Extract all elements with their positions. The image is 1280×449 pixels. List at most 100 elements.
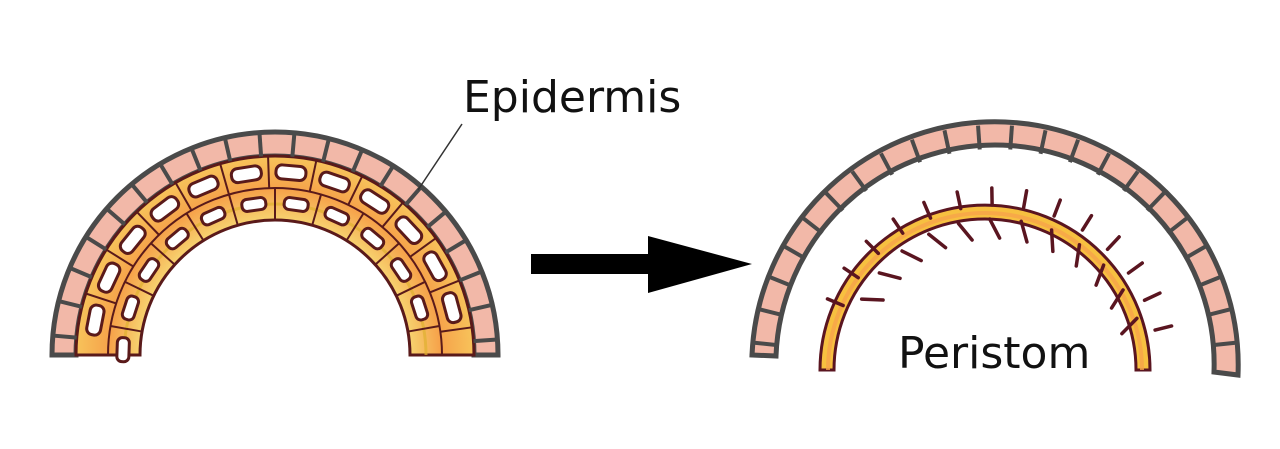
tissue-cell: [96, 261, 122, 294]
tissue-cell: [359, 188, 391, 215]
epidermis-cell-wall: [1122, 170, 1140, 193]
tissue-cell-wall: [136, 211, 160, 236]
tissue-cell-wall: [345, 212, 365, 242]
epidermis-cell-wall: [758, 307, 783, 317]
epidermis-cell-wall: [257, 132, 264, 157]
tissue-cell: [118, 224, 147, 255]
arrow-shaft: [531, 254, 661, 274]
tissue-cell-wall: [85, 292, 117, 305]
peristome-tooth: [955, 190, 963, 211]
epidermis-cell-wall: [910, 138, 922, 163]
epidermis-cell-wall: [802, 216, 824, 235]
tissue-cell: [240, 196, 268, 213]
epidermis-cell-wall: [473, 337, 498, 344]
arrow-head: [648, 236, 752, 293]
epidermis-cell-wall: [1197, 275, 1222, 288]
epidermis-cell-wall: [290, 132, 297, 157]
peristome-tooth: [1052, 198, 1062, 218]
epidermis-cell-wall: [58, 299, 83, 309]
tissue-cell-wall: [124, 280, 155, 297]
peristome-tooth: [1120, 316, 1139, 336]
tissue-cell: [389, 257, 413, 283]
epidermis-cell-wall: [976, 125, 982, 150]
epidermis-cell-wall: [458, 269, 483, 283]
epidermis-cell-wall: [1207, 307, 1232, 317]
peristome-tooth: [825, 297, 845, 308]
peristome-tooth: [1105, 235, 1121, 252]
tissue-cell: [440, 291, 463, 325]
tissue-cell-wall: [429, 279, 460, 294]
epidermis-cell-wall: [378, 164, 395, 188]
tissue-cell: [282, 196, 310, 213]
peristome-tooth: [1109, 288, 1125, 310]
peristome-tooth: [1019, 219, 1029, 244]
tissue-cell: [149, 195, 181, 223]
tissue-cell: [187, 174, 220, 199]
epidermis-cell-wall: [222, 137, 233, 162]
tissue-cell: [229, 164, 263, 185]
epidermis-cell-wall: [1212, 340, 1237, 348]
peristome-tooth: [891, 217, 905, 235]
epidermis-cell-wall: [879, 152, 894, 176]
tissue-cell-wall: [267, 156, 271, 189]
epidermis-cell-wall: [768, 275, 793, 288]
tissue-cell-wall: [407, 325, 440, 333]
peristome-tooth: [1142, 291, 1162, 303]
tissue-cell: [164, 226, 190, 251]
peristome-tooth: [842, 266, 860, 280]
peristome-tooth: [956, 221, 974, 242]
tissue-cell: [199, 205, 227, 227]
peristome-tooth: [987, 217, 1002, 240]
tissue-cell: [360, 226, 386, 251]
tissue-cell-wall: [311, 194, 322, 226]
epidermis-cell-wall: [1038, 129, 1048, 155]
peristome-tooth: [1049, 228, 1055, 254]
tissue-cell-wall: [308, 160, 318, 192]
tissue-cell: [274, 163, 308, 182]
epidermis-cell-wall: [189, 147, 203, 172]
peristome-tooth: [1153, 324, 1174, 332]
peristome-highlight: [826, 211, 1144, 371]
tissue-cell: [137, 257, 161, 283]
peristom-label: Peristom: [898, 328, 1091, 379]
epidermis-cell-wall: [158, 162, 175, 186]
tissue-cell: [323, 205, 351, 227]
peristome-tooth: [859, 297, 885, 302]
epidermis-cell-wall: [1008, 125, 1014, 150]
epidermis-cell-wall: [130, 182, 149, 204]
epidermis-cell-wall: [1068, 138, 1080, 163]
peristome-tooth: [927, 232, 948, 250]
tissue-cell: [394, 215, 424, 245]
epidermis-cell-wall: [1166, 216, 1188, 235]
epidermis-cell-wall: [824, 191, 845, 212]
tissue-cell: [85, 303, 106, 337]
epidermis-cell-wall: [52, 333, 77, 340]
epidermis-cell-wall: [1145, 191, 1166, 212]
epidermis-layer-right: [749, 119, 1241, 378]
epidermis-cell-wall: [350, 148, 364, 173]
tissue-cell: [422, 250, 448, 283]
tissue-cell: [409, 294, 430, 322]
tissue-cell-wall: [440, 326, 473, 333]
tissue-cell-wall: [185, 212, 205, 242]
peristome-tooth: [1126, 261, 1144, 275]
tissue-cell-wall: [219, 163, 230, 195]
epidermis-cell-wall: [68, 266, 93, 280]
tissue-cell-wall: [174, 182, 193, 211]
epidermis-cell-wall: [84, 235, 108, 252]
epidermis-cell-wall: [783, 244, 807, 261]
tissue-cell: [120, 294, 141, 322]
peristome-tooth: [1094, 263, 1106, 287]
capsule-cross-section-before: [49, 129, 501, 364]
tissue-cell: [318, 170, 351, 194]
tissue-cell-wall: [150, 242, 176, 266]
tissue-cell-wall: [374, 242, 400, 266]
epidermis-cell-wall: [850, 170, 868, 193]
peristome-tooth: [900, 249, 923, 263]
capsule-cross-section-after: [749, 119, 1241, 378]
peristome-tooth: [1080, 213, 1094, 232]
tissue-cell-wall: [228, 194, 239, 226]
tissue-cell-wall: [110, 325, 143, 333]
tissue-cell-wall: [105, 248, 134, 268]
